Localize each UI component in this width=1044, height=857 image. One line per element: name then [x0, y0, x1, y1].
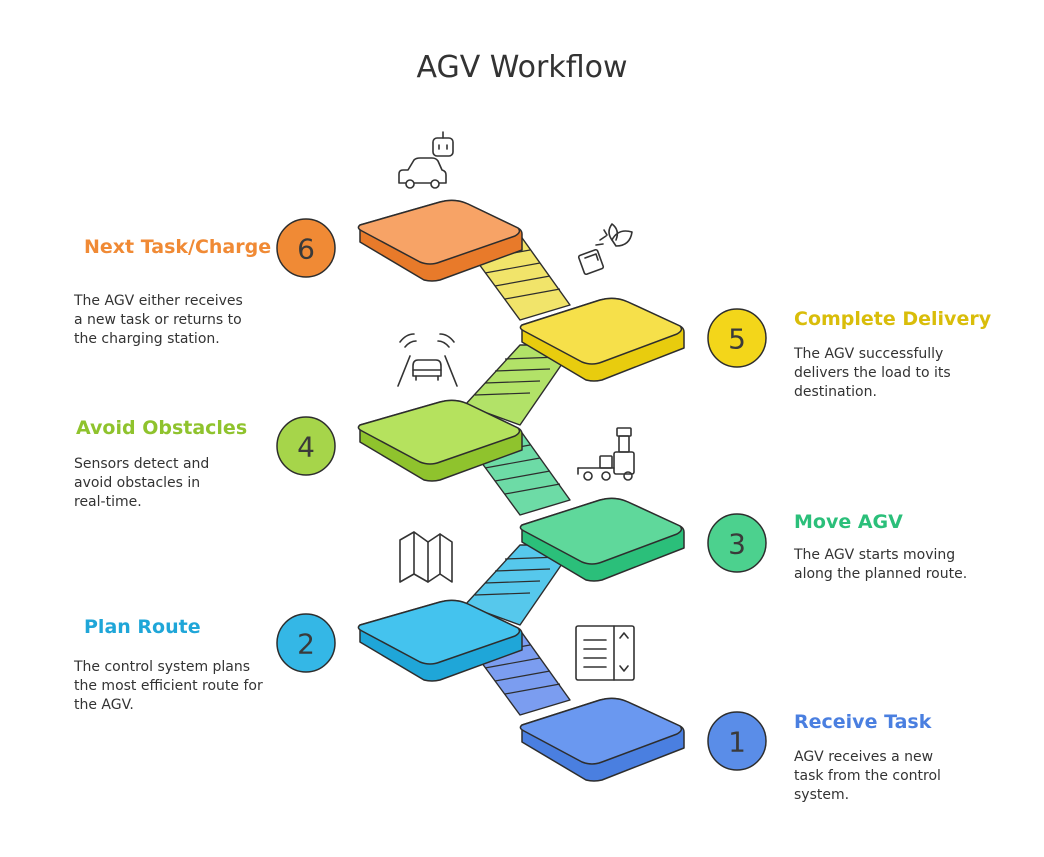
- step-5-number: 5: [728, 323, 746, 356]
- step-4-number-circle: 4: [276, 416, 336, 476]
- step-2-number: 2: [297, 628, 315, 661]
- step-1-title: Receive Task: [794, 711, 932, 733]
- package-delivered-icon: [577, 223, 633, 276]
- platform-6: [357, 199, 523, 282]
- forklift-icon: [577, 427, 635, 481]
- list-panel-icon: [575, 625, 635, 681]
- step-1-number-circle: 1: [707, 711, 767, 771]
- step-3-number-circle: 3: [707, 513, 767, 573]
- map-icon: [399, 531, 453, 583]
- step-4-number: 4: [297, 431, 315, 464]
- step-2-title: Plan Route: [84, 616, 201, 638]
- step-1-number: 1: [728, 726, 746, 759]
- car-sensor-icon: [397, 333, 458, 387]
- platform-1: [519, 697, 685, 782]
- stair-2-3: [464, 544, 576, 626]
- platform-4: [357, 399, 523, 482]
- step-2-number-circle: 2: [276, 613, 336, 673]
- stair-4-5: [464, 344, 576, 426]
- page-title: AGV Workflow: [416, 50, 628, 85]
- platform-5: [519, 297, 685, 382]
- step-4-title: Avoid Obstacles: [76, 417, 248, 439]
- step-6-title: Next Task/Charge: [84, 236, 272, 258]
- step-6-number: 6: [297, 233, 315, 266]
- platform-3: [519, 497, 685, 582]
- step-5-number-circle: 5: [707, 308, 767, 368]
- robot-car-icon: [398, 131, 454, 189]
- step-3-number: 3: [728, 528, 746, 561]
- step-6-number-circle: 6: [276, 218, 336, 278]
- step-3-title: Move AGV: [794, 511, 903, 533]
- platform-2: [357, 599, 523, 682]
- step-5-title: Complete Delivery: [794, 308, 992, 330]
